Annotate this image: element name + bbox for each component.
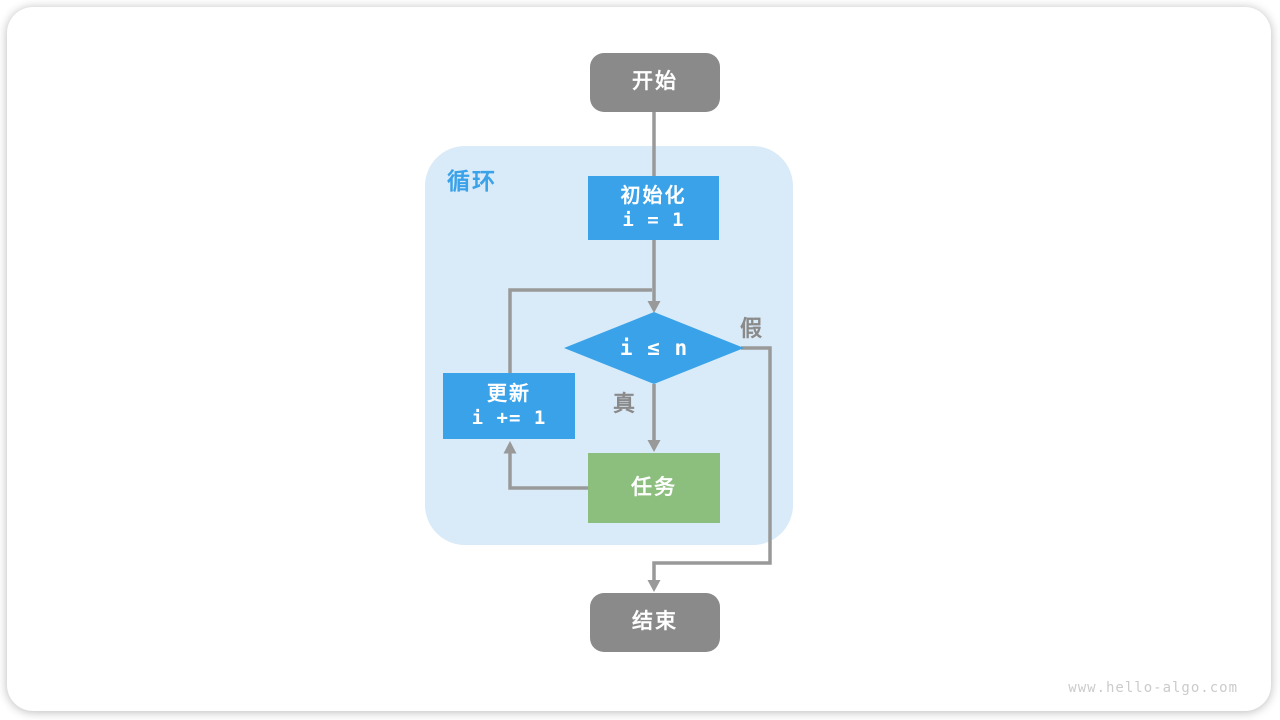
node-start: 开始 — [590, 53, 720, 112]
arrowhead-into-task — [647, 440, 661, 452]
node-task-label: 任务 — [631, 475, 677, 499]
branch-label-false: 假 — [740, 316, 763, 341]
node-update-code: i += 1 — [471, 406, 547, 429]
node-end: 结束 — [590, 593, 720, 652]
condition-diamond — [564, 312, 744, 384]
node-initialize: 初始化 i = 1 — [588, 176, 719, 240]
node-end-label: 结束 — [632, 610, 678, 634]
watermark-url: www.hello-algo.com — [1068, 680, 1238, 696]
node-update-label: 更新 — [487, 382, 531, 405]
node-task: 任务 — [588, 453, 720, 523]
loop-region-label: 循环 — [447, 168, 497, 194]
node-update: 更新 i += 1 — [443, 373, 575, 439]
branch-label-true: 真 — [613, 391, 636, 416]
edge-condition-false-to-end — [652, 346, 772, 580]
node-initialize-code: i = 1 — [622, 208, 685, 231]
edge-update-to-mainline — [508, 288, 652, 376]
arrowhead-into-condition — [647, 301, 661, 313]
arrowhead-into-update — [503, 441, 517, 454]
arrowhead-into-end — [647, 580, 661, 592]
condition-expression: i ≤ n — [619, 336, 689, 360]
node-initialize-label: 初始化 — [620, 184, 687, 207]
node-start-label: 开始 — [632, 70, 678, 94]
edge-task-to-update — [508, 453, 588, 490]
